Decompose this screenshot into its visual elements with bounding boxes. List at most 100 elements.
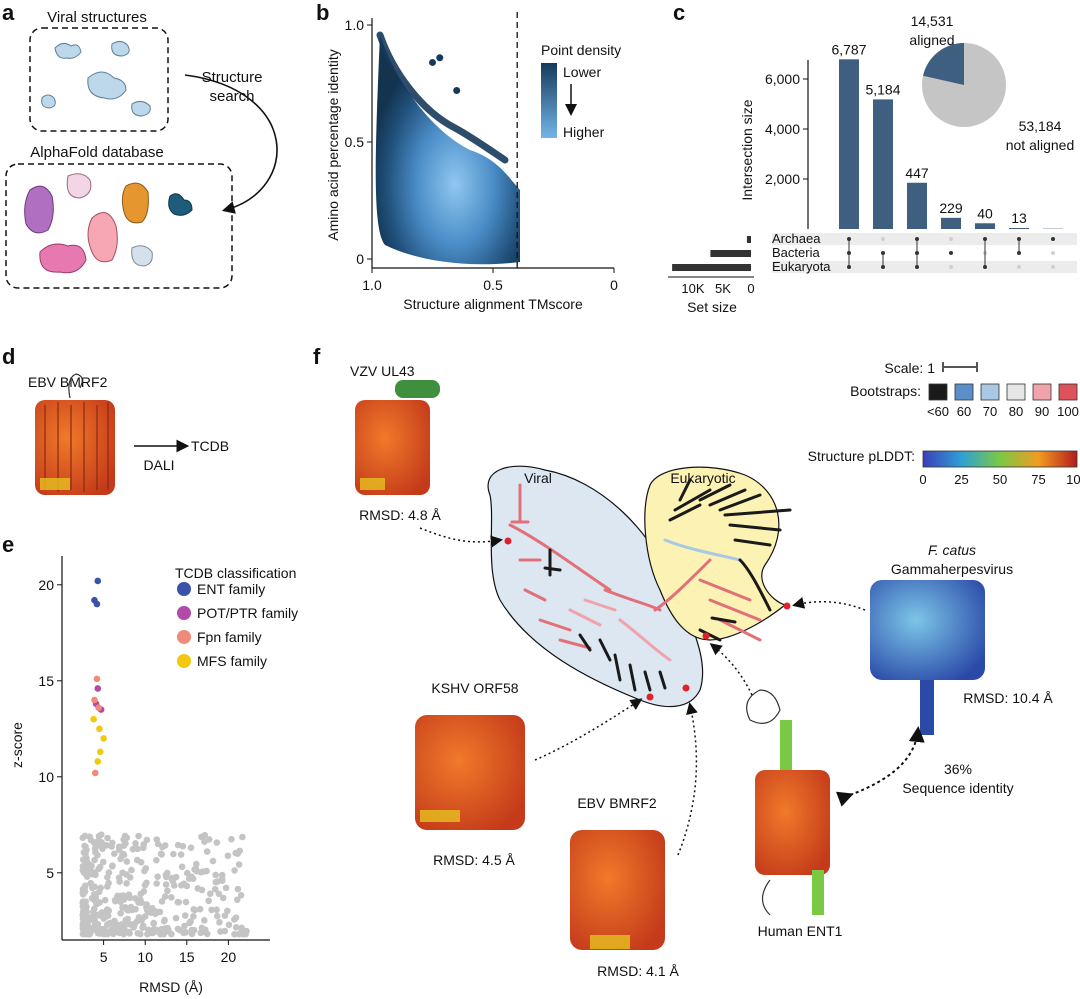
e-grey-point <box>198 833 205 841</box>
e-grey-point <box>169 877 177 885</box>
panel-e-xlabel: RMSD (Å) <box>139 979 203 995</box>
panel-b-outliers <box>429 54 461 95</box>
e-grey-point <box>188 930 196 938</box>
kshv-to-tree-arrow <box>534 698 643 761</box>
e-grey-point <box>161 916 168 924</box>
e-grey-point <box>199 868 207 875</box>
pie-not-aligned-label: not aligned <box>1006 137 1075 153</box>
e-grey-point <box>141 867 148 875</box>
e-grey-point <box>140 841 147 848</box>
pie-aligned-label: aligned <box>909 32 954 48</box>
kshv-label: KSHV ORF58 <box>431 680 518 696</box>
e-grey-point <box>84 919 91 927</box>
viral-clade-region <box>487 465 704 708</box>
e-legend-swatch <box>177 654 191 668</box>
e-grey-point <box>125 906 132 914</box>
e-classified-point <box>100 735 107 742</box>
e-classified-point <box>94 577 102 585</box>
e-grey-point <box>105 879 112 887</box>
human-ent1-protein-structure <box>746 689 830 916</box>
e-grey-point <box>187 844 195 851</box>
e-classified-point <box>96 748 104 756</box>
e-grey-point <box>110 850 118 857</box>
viral-structures-box <box>29 27 169 132</box>
e-grey-point <box>162 881 170 888</box>
panel-b: b Amino acid percentage identity 1.00.50… <box>316 0 621 312</box>
e-grey-point <box>117 909 124 917</box>
e-grey-point <box>172 914 180 922</box>
plddt-tick-label: 100 <box>1066 472 1080 487</box>
panel-b-yticks: 1.00.50 <box>345 17 372 267</box>
upset-dot <box>949 251 953 255</box>
e-grey-point <box>174 925 182 933</box>
seq-identity-percent: 36% <box>944 761 972 777</box>
e-grey-point <box>81 903 89 910</box>
highlighted-leaf-nodes <box>504 537 791 701</box>
e-grey-point <box>79 856 87 864</box>
panel-b-xlabel: Structure alignment TMscore <box>403 296 583 312</box>
e-grey-point <box>158 898 166 905</box>
b-ytick-label: 0 <box>356 251 364 267</box>
e-grey-point <box>183 869 191 877</box>
e-grey-point <box>108 843 115 850</box>
alphafold-structure-blobs <box>24 173 193 274</box>
e-grey-point <box>149 926 157 934</box>
b-ytick-label: 1.0 <box>345 17 365 33</box>
e-grey-point <box>84 867 91 875</box>
panel-letter-f: f <box>313 344 321 369</box>
kshv-protein-structure <box>415 715 525 830</box>
e-grey-point <box>201 838 208 845</box>
bootstrap-tick-label: 80 <box>1009 404 1023 419</box>
panel-f: f Viral Eukaryotic <box>313 344 1080 979</box>
e-grey-point <box>192 860 200 868</box>
plddt-tick-label: 0 <box>919 472 926 487</box>
e-legend-swatch <box>177 582 191 596</box>
panel-letter-b: b <box>316 0 329 25</box>
bootstrap-tick-label: 60 <box>957 404 971 419</box>
e-grey-point <box>95 832 103 840</box>
plddt-ticks: 0255075100 <box>919 472 1080 487</box>
upset-matrix <box>772 233 1077 273</box>
panel-b-cloud-edge <box>376 31 509 164</box>
e-grey-point <box>79 834 87 842</box>
upset-dot <box>1051 251 1055 255</box>
panel-e-unclassified-points <box>79 831 250 938</box>
e-grey-point <box>91 856 98 864</box>
e-legend-label: Fpn family <box>197 629 262 645</box>
set-size-bar <box>710 250 751 257</box>
e-grey-point <box>104 930 112 938</box>
e-grey-point <box>99 858 107 866</box>
e-grey-point <box>196 905 204 913</box>
e-legend-swatch <box>177 630 191 644</box>
e-grey-point <box>79 889 87 897</box>
e-legend-label: ENT family <box>197 581 265 597</box>
e-grey-point <box>91 920 99 927</box>
e-grey-point <box>143 901 150 908</box>
e-grey-point <box>182 929 190 936</box>
fcatus-protein-structure <box>870 580 985 735</box>
upset-dot <box>1051 265 1055 269</box>
c-ytick-label: 6,000 <box>765 71 800 87</box>
e-grey-point <box>123 858 131 865</box>
vzv-label: VZV UL43 <box>350 363 415 379</box>
e-grey-point <box>197 929 205 937</box>
e-grey-point <box>153 856 160 864</box>
ebv-label: EBV BMRF2 <box>577 795 657 811</box>
intersection-bar-label: 13 <box>1011 210 1027 226</box>
panel-d-protein-structure <box>35 373 115 495</box>
bootstrap-swatch <box>1032 383 1052 401</box>
e-grey-point <box>125 928 133 936</box>
e-grey-point <box>132 840 139 847</box>
panel-b-ylabel: Amino acid percentage identity <box>325 49 341 240</box>
e-grey-point <box>164 927 172 935</box>
c-ytick-label: 4,000 <box>765 121 800 137</box>
e-classified-point <box>90 715 97 723</box>
set-size-label: Set size <box>687 299 737 315</box>
intersection-bar <box>907 182 927 229</box>
e-grey-point <box>105 907 113 915</box>
e-grey-point <box>178 863 186 871</box>
e-grey-point <box>222 884 230 892</box>
